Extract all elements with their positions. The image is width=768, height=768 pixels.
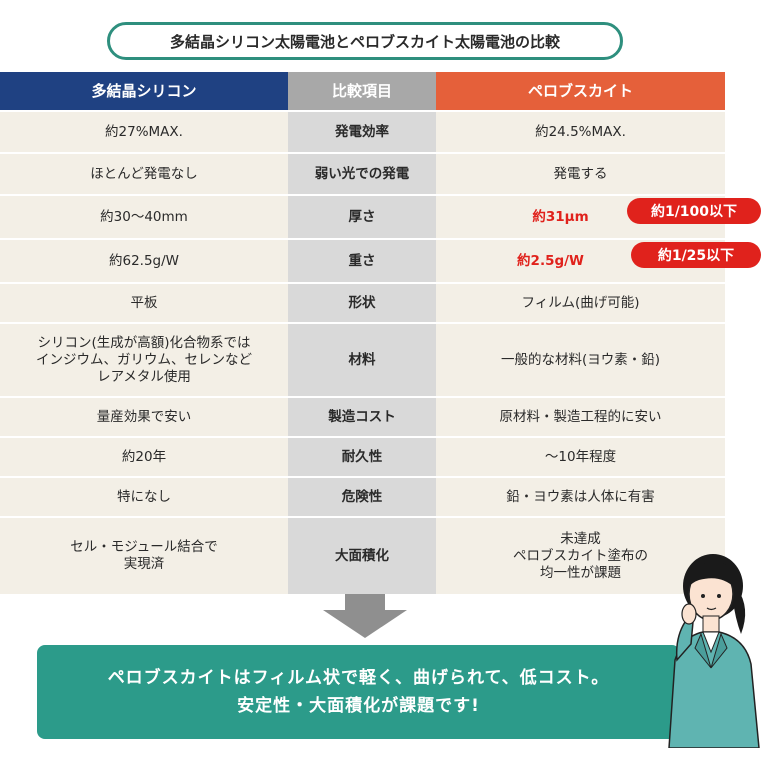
down-arrow-icon <box>315 594 415 638</box>
perovskite-value: フィルム(曲げ可能) <box>436 284 725 322</box>
polysilicon-value: 約30〜40mm <box>0 196 288 238</box>
perovskite-value: 未達成 ペロブスカイト塗布の 均一性が課題 <box>436 518 725 594</box>
table-row: 特になし 危険性 鉛・ヨウ素は人体に有害 <box>0 478 725 518</box>
table-row: 量産効果で安い 製造コスト 原材料・製造工程的に安い <box>0 398 725 438</box>
polysilicon-value: シリコン(生成が高額)化合物系では インジウム、ガリウム、セレンなど レアメタル… <box>0 324 288 396</box>
comparison-item: 重さ <box>288 240 436 282</box>
comparison-item: 形状 <box>288 284 436 322</box>
polysilicon-material-line: シリコン(生成が高額)化合物系では <box>37 334 251 351</box>
perovskite-value: 発電する <box>436 154 725 194</box>
polysilicon-value: 約27%MAX. <box>0 112 288 152</box>
table-row: 約62.5g/W 重さ 約2.5g/W <box>0 240 725 284</box>
perovskite-area-line: ペロブスカイト塗布の <box>513 547 648 564</box>
table-row: 約20年 耐久性 〜10年程度 <box>0 438 725 478</box>
comparison-item: 大面積化 <box>288 518 436 594</box>
header-polysilicon: 多結晶シリコン <box>0 72 288 110</box>
comparison-item: 製造コスト <box>288 398 436 436</box>
table-row: 平板 形状 フィルム(曲げ可能) <box>0 284 725 324</box>
perovskite-thickness-value: 約31μm <box>532 208 589 225</box>
perovskite-value: 〜10年程度 <box>436 438 725 476</box>
table-row: ほとんど発電なし 弱い光での発電 発電する <box>0 154 725 196</box>
comparison-table: 多結晶シリコン 比較項目 ペロブスカイト 約27%MAX. 発電効率 約24.5… <box>0 72 725 596</box>
summary-line-2: 安定性・大面積化が課題です! <box>237 696 480 716</box>
perovskite-area-line: 未達成 <box>560 530 601 547</box>
polysilicon-value: 約20年 <box>0 438 288 476</box>
table-header: 多結晶シリコン 比較項目 ペロブスカイト <box>0 72 725 112</box>
comparison-item: 厚さ <box>288 196 436 238</box>
table-row: セル・モジュール結合で 実現済 大面積化 未達成 ペロブスカイト塗布の 均一性が… <box>0 518 725 596</box>
comparison-item: 耐久性 <box>288 438 436 476</box>
page-title: 多結晶シリコン太陽電池とペロブスカイト太陽電池の比較 <box>107 22 623 60</box>
header-perovskite: ペロブスカイト <box>436 72 725 110</box>
summary-line-1: ペロブスカイトはフィルム状で軽く、曲げられて、低コスト。 <box>107 668 610 688</box>
perovskite-value: 原材料・製造工程的に安い <box>436 398 725 436</box>
perovskite-area-line: 均一性が課題 <box>540 564 621 581</box>
weight-reduction-badge: 約1/25以下 <box>631 242 761 268</box>
comparison-item: 発電効率 <box>288 112 436 152</box>
perovskite-weight-value: 約2.5g/W <box>517 252 584 269</box>
polysilicon-value: 約62.5g/W <box>0 240 288 282</box>
comparison-item: 弱い光での発電 <box>288 154 436 194</box>
comparison-item: 危険性 <box>288 478 436 516</box>
polysilicon-value: 平板 <box>0 284 288 322</box>
polysilicon-value: 特になし <box>0 478 288 516</box>
perovskite-value: 一般的な材料(ヨウ素・鉛) <box>436 324 725 396</box>
polysilicon-area-line: セル・モジュール結合で <box>70 539 218 555</box>
thickness-reduction-badge: 約1/100以下 <box>627 198 761 224</box>
polysilicon-material-line: インジウム、ガリウム、セレンなど <box>36 351 252 368</box>
polysilicon-material-line: レアメタル使用 <box>97 368 191 385</box>
polysilicon-value: 量産効果で安い <box>0 398 288 436</box>
polysilicon-value: セル・モジュール結合で 実現済 <box>0 518 288 594</box>
polysilicon-area-line: 実現済 <box>123 556 165 572</box>
polysilicon-value: ほとんど発電なし <box>0 154 288 194</box>
perovskite-value: 約24.5%MAX. <box>436 112 725 152</box>
table-row: シリコン(生成が高額)化合物系では インジウム、ガリウム、セレンなど レアメタル… <box>0 324 725 398</box>
header-comparison-item: 比較項目 <box>288 72 436 110</box>
summary-banner: ペロブスカイトはフィルム状で軽く、曲げられて、低コスト。 安定性・大面積化が課題… <box>37 645 680 739</box>
table-row: 約30〜40mm 厚さ 約31μm <box>0 196 725 240</box>
comparison-item: 材料 <box>288 324 436 396</box>
table-row: 約27%MAX. 発電効率 約24.5%MAX. <box>0 112 725 154</box>
perovskite-value: 鉛・ヨウ素は人体に有害 <box>436 478 725 516</box>
person-illustration <box>655 548 765 749</box>
